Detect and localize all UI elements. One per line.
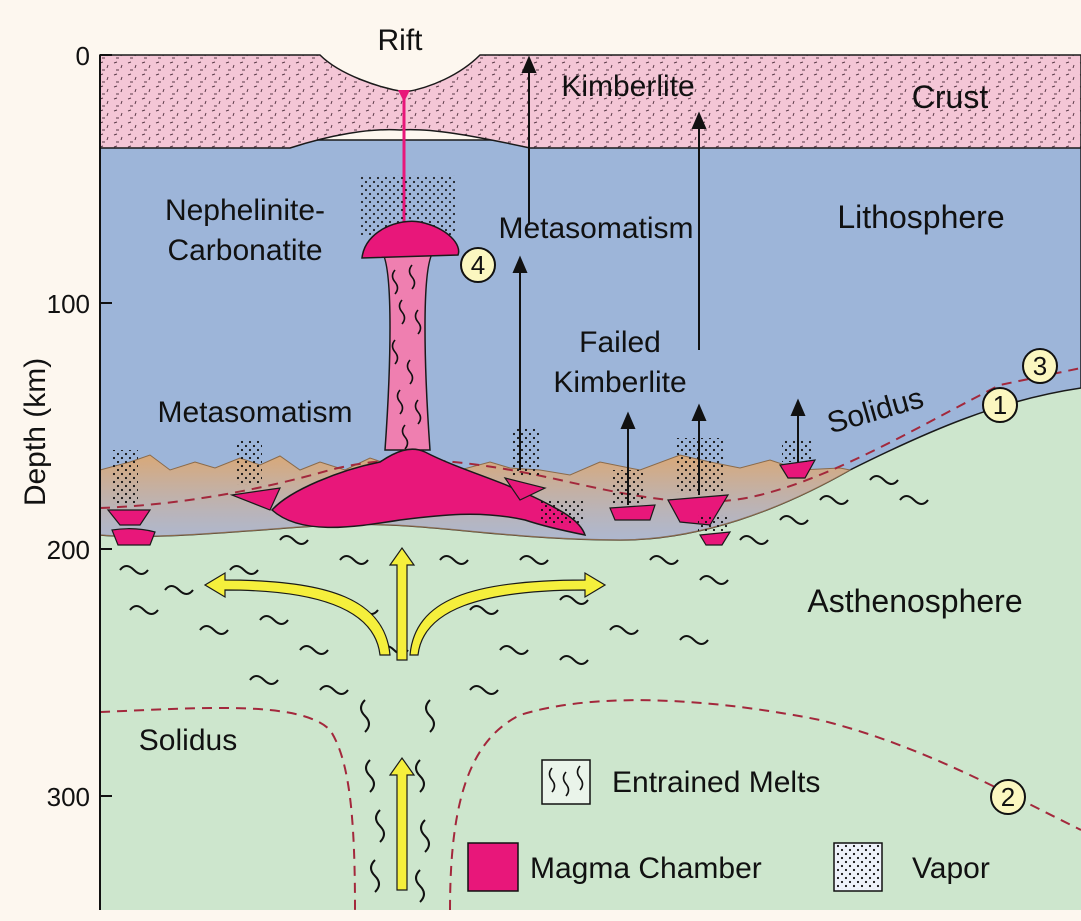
legend-entrained-label: Entrained Melts: [612, 766, 820, 799]
label-metasomatism-top: Metasomatism: [498, 212, 693, 245]
axis-title: Depth (km): [19, 358, 52, 506]
marker-number: 1: [993, 390, 1007, 420]
label-failed-2: Kimberlite: [553, 366, 686, 399]
tick-100: 100: [47, 289, 90, 319]
legend-magma-icon: [468, 843, 518, 891]
tick-300: 300: [47, 782, 90, 812]
legend-magma-label: Magma Chamber: [530, 852, 762, 885]
marker-number: 3: [1033, 351, 1047, 381]
marker-1: 1: [983, 388, 1017, 422]
tick-200: 200: [47, 535, 90, 565]
marker-3: 3: [1023, 349, 1057, 383]
legend-vapor-icon: [834, 843, 882, 891]
label-failed-1: Failed: [579, 326, 661, 359]
marker-2: 2: [991, 780, 1025, 814]
label-nephelinite-1: Nephelinite-: [165, 194, 325, 227]
marker-number: 2: [1001, 782, 1015, 812]
tick-0: 0: [76, 41, 90, 71]
legend-entrained-icon: [542, 760, 590, 804]
label-crust: Crust: [912, 79, 989, 115]
label-solidus-lower: Solidus: [139, 724, 237, 757]
label-kimberlite: Kimberlite: [561, 70, 694, 103]
label-nephelinite-2: Carbonatite: [167, 234, 322, 267]
marker-4: 4: [461, 248, 495, 282]
legend-vapor-label: Vapor: [912, 852, 990, 885]
label-metasomatism-left: Metasomatism: [157, 396, 352, 429]
label-asthenosphere: Asthenosphere: [807, 583, 1022, 619]
label-rift: Rift: [378, 24, 424, 57]
label-lithosphere: Lithosphere: [837, 199, 1004, 235]
marker-number: 4: [471, 250, 485, 280]
